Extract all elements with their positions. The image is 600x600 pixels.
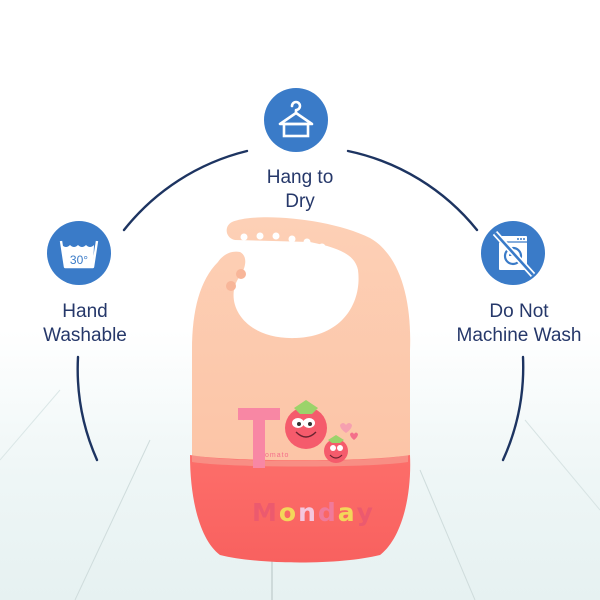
- monday-letter: a: [337, 498, 357, 527]
- monday-print: Monday: [252, 498, 375, 527]
- label-line: Hand: [62, 301, 108, 322]
- label-line: Hang to: [266, 167, 334, 188]
- hanger-icon: [278, 100, 314, 138]
- hang-to-dry-badge: [264, 88, 328, 152]
- tomato-print: [238, 400, 358, 468]
- wash-tub-30-icon: 30°: [59, 240, 99, 269]
- monday-letter: y: [356, 498, 375, 527]
- monday-letter: o: [278, 498, 299, 527]
- svg-text:30°: 30°: [70, 253, 88, 267]
- label-line: Washable: [43, 325, 127, 346]
- no-machine-wash-label: Do Not Machine Wash: [440, 300, 598, 348]
- label-line: Machine Wash: [456, 325, 582, 346]
- no-machine-wash-badge: [481, 221, 545, 285]
- monday-letter: M: [252, 498, 279, 527]
- hang-to-dry-label: Hang to Dry: [240, 166, 360, 214]
- tomato-print-word: omato: [265, 452, 290, 459]
- label-line: Dry: [285, 191, 315, 212]
- hand-washable-label: Hand Washable: [20, 300, 150, 348]
- monday-letter: n: [298, 498, 318, 527]
- no-washing-machine-icon: [492, 230, 536, 278]
- label-line: Do Not: [489, 301, 549, 322]
- monday-letter: d: [317, 498, 338, 527]
- hand-washable-badge: 30°: [47, 221, 111, 285]
